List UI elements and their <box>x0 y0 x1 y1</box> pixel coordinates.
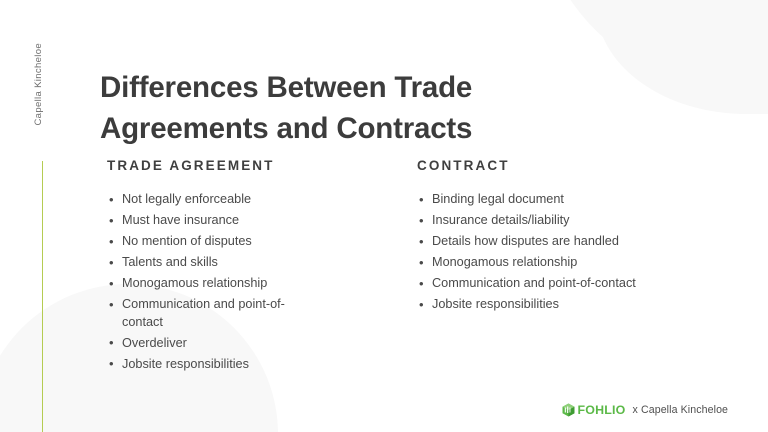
column-contract: CONTRACT Binding legal document Insuranc… <box>415 158 665 317</box>
list-item: Jobsite responsibilities <box>415 296 670 314</box>
list-item: Monogamous relationship <box>415 254 670 272</box>
bullet-list-trade-agreement: Not legally enforceable Must have insura… <box>105 191 360 373</box>
list-item: Communication and point-of-contact <box>105 296 318 331</box>
list-item: Jobsite responsibilities <box>105 355 318 374</box>
fohlio-cube-icon <box>562 403 575 417</box>
list-item: Not legally enforceable <box>105 191 318 209</box>
bullet-list-contract: Binding legal document Insurance details… <box>415 191 665 314</box>
side-label-text: Capella Kincheloe <box>32 43 44 126</box>
column-heading-contract: CONTRACT <box>417 158 510 173</box>
list-item: Monogamous relationship <box>105 275 318 293</box>
list-item: Communication and point-of-contact <box>415 275 670 293</box>
list-item: No mention of disputes <box>105 233 318 251</box>
column-heading-trade-agreement: TRADE AGREEMENT <box>107 158 275 173</box>
footer-partner-text: x Capella Kincheloe <box>632 404 729 416</box>
list-item: Talents and skills <box>105 254 318 272</box>
fohlio-logo-text: FOHLIO <box>577 403 626 417</box>
column-trade-agreement: TRADE AGREEMENT Not legally enforceable … <box>105 158 360 377</box>
side-label: Capella Kincheloe <box>31 43 45 153</box>
decorative-blob-top-right <box>542 0 768 138</box>
decorative-blob-top-right-secondary <box>596 0 768 114</box>
footer-branding: FOHLIO x Capella Kincheloe <box>562 400 728 420</box>
page-title: Differences Between Trade Agreements and… <box>100 70 473 145</box>
list-item: Details how disputes are handled <box>415 233 670 251</box>
list-item: Binding legal document <box>415 191 670 209</box>
list-item: Overdeliver <box>105 334 318 353</box>
list-item: Insurance details/liability <box>415 212 670 230</box>
list-item: Must have insurance <box>105 212 318 230</box>
vertical-accent-rule <box>42 161 44 432</box>
